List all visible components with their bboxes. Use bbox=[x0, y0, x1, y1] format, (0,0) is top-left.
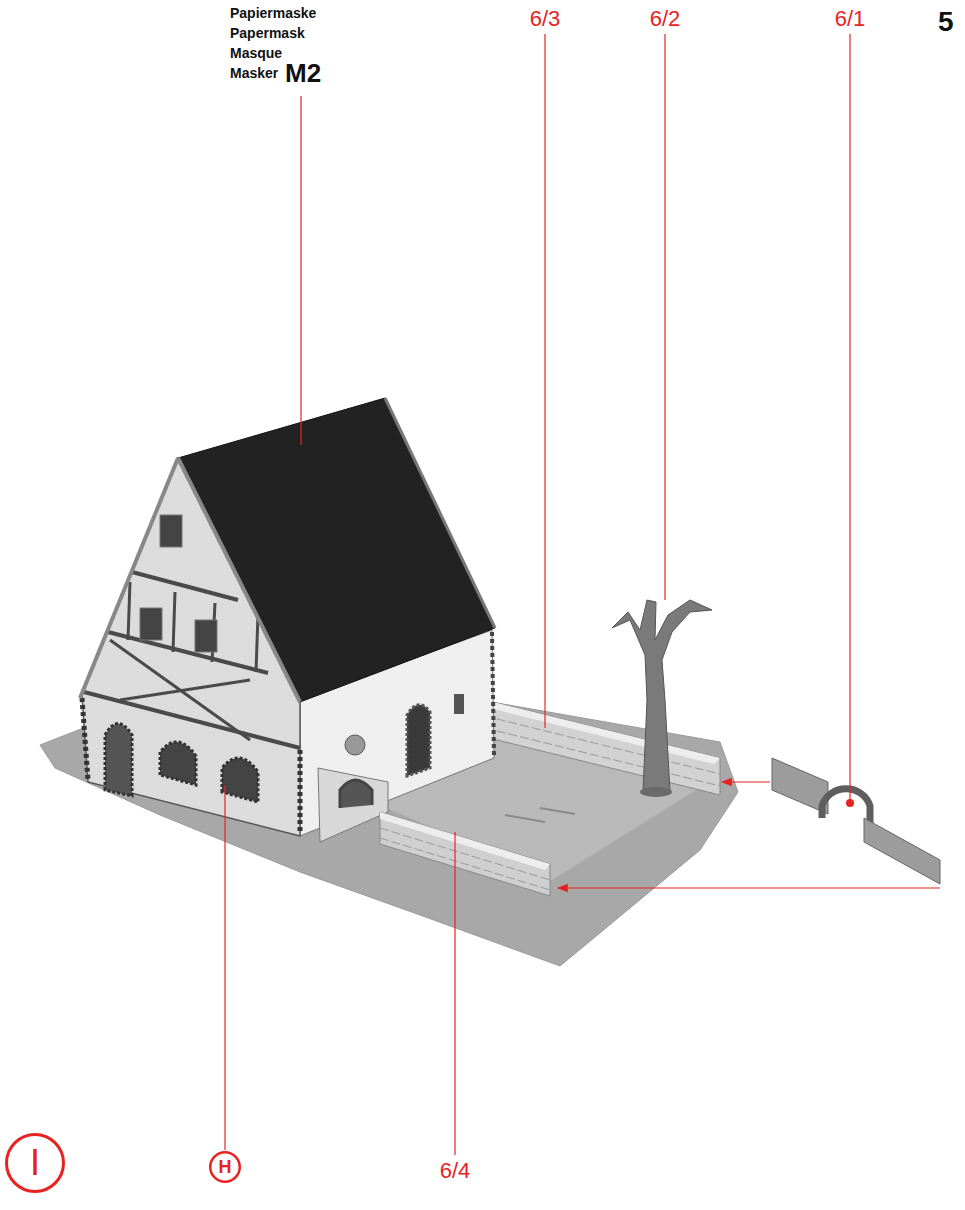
placement-arrow bbox=[722, 781, 770, 782]
leader-line bbox=[544, 34, 545, 728]
placement-arrow bbox=[558, 887, 940, 888]
part-number: M2 bbox=[285, 60, 321, 86]
wall-cap bbox=[485, 700, 720, 764]
marker-dot bbox=[846, 799, 854, 807]
tree-base bbox=[640, 787, 672, 797]
callout-number: 6/2 bbox=[650, 8, 681, 30]
roof-edge bbox=[178, 458, 300, 702]
circled-letter-text: H bbox=[219, 1158, 232, 1176]
part-name: Papiermaske bbox=[230, 6, 316, 20]
leader-line bbox=[454, 832, 455, 1155]
callout-number: 6/4 bbox=[440, 1160, 471, 1182]
roof-edge bbox=[385, 398, 495, 628]
brick-pattern bbox=[380, 828, 550, 890]
arched-window bbox=[160, 742, 196, 785]
part-name: Papermask bbox=[230, 26, 305, 40]
circled-letter: H bbox=[209, 1151, 241, 1183]
window bbox=[454, 694, 464, 714]
wall-cap bbox=[380, 812, 550, 870]
door bbox=[105, 724, 132, 797]
circle-shape bbox=[7, 1135, 64, 1192]
callout-number: 6/3 bbox=[530, 8, 561, 30]
circled-letter-text: I bbox=[30, 1145, 40, 1181]
arched-window bbox=[222, 758, 258, 802]
bench bbox=[505, 808, 575, 822]
node-text-holder: H bbox=[209, 1151, 241, 1183]
brick-pattern bbox=[485, 716, 720, 786]
leader-line bbox=[849, 34, 850, 800]
tree bbox=[612, 600, 712, 792]
node-text-holder: I bbox=[5, 1133, 65, 1193]
quoin bbox=[82, 698, 300, 834]
leader-line bbox=[300, 96, 301, 445]
part-name: Masker bbox=[230, 66, 278, 80]
window bbox=[140, 608, 162, 640]
roof-edge bbox=[80, 458, 178, 698]
part-name: Masque bbox=[230, 46, 282, 60]
courtyard-wall bbox=[485, 700, 720, 795]
courtyard-wall bbox=[380, 812, 550, 896]
leader-lines bbox=[225, 34, 940, 1155]
roof bbox=[178, 398, 495, 702]
leader-line bbox=[224, 785, 225, 1150]
gate-arch bbox=[340, 780, 372, 808]
step-number: 5 bbox=[938, 8, 954, 36]
callout-number: 6/1 bbox=[835, 8, 866, 30]
circled-letter: I bbox=[5, 1133, 65, 1193]
timber-frame bbox=[110, 582, 258, 740]
door bbox=[407, 705, 430, 776]
window bbox=[195, 620, 217, 652]
arch-window bbox=[345, 735, 365, 755]
leader-line bbox=[664, 34, 665, 600]
gate-arch bbox=[822, 789, 870, 824]
wall-part bbox=[864, 818, 940, 884]
gate-wall bbox=[318, 768, 388, 842]
window bbox=[160, 515, 182, 547]
circle-shape bbox=[210, 1152, 240, 1182]
quoin bbox=[492, 632, 494, 756]
